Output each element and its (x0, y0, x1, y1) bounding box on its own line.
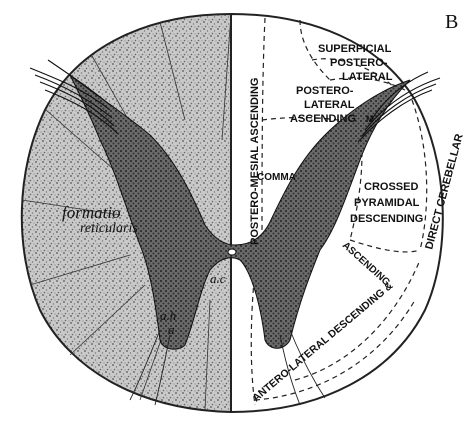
label-postero2: POSTERO- (296, 85, 354, 97)
label-cah: a.h (160, 308, 176, 323)
label-postero-dash: POSTERO- (330, 57, 388, 69)
label-superficial: SUPERFICIAL (318, 43, 392, 55)
label-ca: a (168, 322, 175, 337)
label-postero-mesial: POSTERO-MESIAL ASCENDING (249, 78, 261, 245)
label-comma: COMMA (257, 172, 296, 183)
label-lateral2: LATERAL (304, 99, 355, 111)
label-pyramidal: PYRAMIDAL (354, 197, 420, 209)
plate-letter: B (445, 11, 458, 33)
label-ascending: ASCENDING (290, 113, 356, 125)
label-formatio: formatio (62, 203, 121, 222)
label-reticularis: reticularis (80, 221, 138, 236)
label-m: M (366, 114, 374, 124)
label-descending: DESCENDING (350, 213, 423, 225)
label-lateral: LATERAL (342, 71, 393, 83)
label-ac: a.c (210, 271, 226, 286)
central-canal (228, 249, 236, 255)
label-crossed: CROSSED (364, 181, 418, 193)
